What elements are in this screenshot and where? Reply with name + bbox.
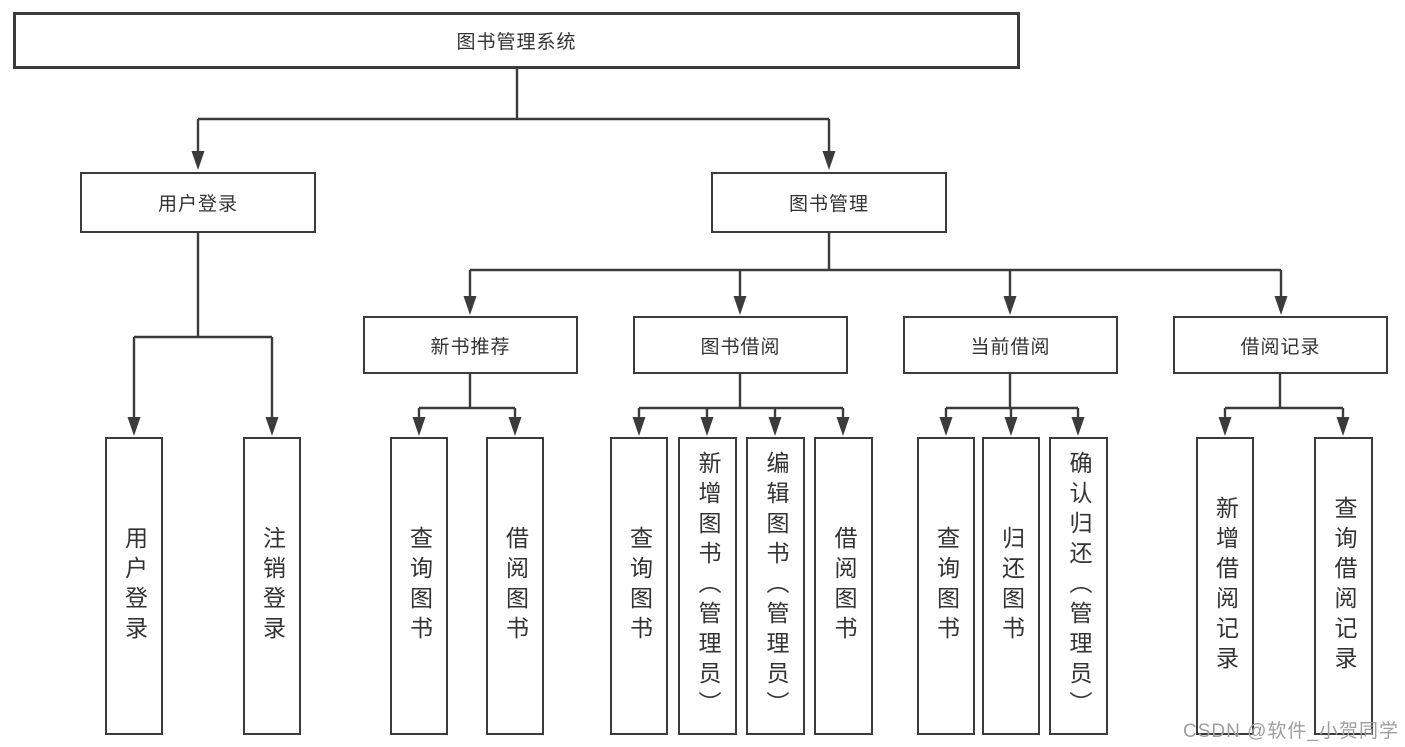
leaf-query-borrow-record: 查询借阅记录 [1314,437,1373,735]
node-label: 确认归还（管理员） [1066,451,1092,721]
leaf-user-login: 用户登录 [105,437,163,735]
node-label: 新增借阅记录 [1212,496,1239,676]
connector-edge [939,374,1085,436]
connector-edge [127,233,279,436]
node-label: 借阅记录 [1240,336,1321,358]
arrowhead-down [1003,296,1017,315]
leaf-add-borrow-record: 新增借阅记录 [1196,437,1254,735]
arrowhead-down [412,417,426,436]
node-label: 新增图书（管理员） [695,451,721,721]
node-label: 图书借阅 [700,336,781,358]
node-label: 图书管理 [788,194,869,215]
node-label: 查询借阅记录 [1331,496,1357,676]
arrowhead-down [191,151,205,170]
arrowhead-down [1274,296,1288,315]
node-label: 查询图书 [406,526,433,646]
node-label: 新书推荐 [430,336,511,358]
node-label: 当前借阅 [970,336,1051,358]
arrowhead-down [508,417,522,436]
leaf-confirm-return-admin: 确认归还（管理员） [1049,437,1108,735]
node-label: 查询图书 [626,526,653,646]
leaf-query-books-current: 查询图书 [917,437,975,735]
arrowhead-down [939,417,953,436]
arrowhead-down [632,417,646,436]
arrowhead-down [836,417,850,436]
leaf-borrow-books-recommend: 借阅图书 [486,437,544,735]
watermark: CSDN @软件_小贺同学 [1183,721,1399,742]
node-current-borrowing: 当前借阅 [903,316,1118,374]
node-label: 编辑图书（管理员） [763,451,789,721]
arrowhead-down [127,417,141,436]
leaf-query-books-recommend: 查询图书 [390,437,448,735]
arrowhead-down [463,296,477,315]
arrowhead-down [700,417,714,436]
connector-edge [632,374,850,436]
leaf-add-book-admin: 新增图书（管理员） [678,437,737,735]
node-label: 用户登录 [157,194,238,215]
leaf-query-books-borrowing: 查询图书 [610,437,668,735]
node-label: 借阅图书 [831,526,857,646]
node-label: 图书管理系统 [456,32,577,53]
arrowhead-down [1071,417,1085,436]
connector-edge [463,233,1288,315]
arrowhead-down [1218,417,1232,436]
leaf-borrow-books-borrowing: 借阅图书 [814,437,873,735]
node-new-book-recommendation: 新书推荐 [363,316,578,374]
node-user-login: 用户登录 [80,172,316,233]
arrowhead-down [733,296,747,315]
node-label: 归还图书 [998,526,1025,646]
arrowhead-down [265,417,279,436]
node-label: 用户登录 [121,526,148,646]
connector-edge [1218,374,1350,436]
node-label: 注销登录 [259,526,286,646]
connector-edge [191,69,836,170]
node-library-management-system: 图书管理系统 [13,12,1020,69]
connector-edge [412,374,522,436]
node-book-management: 图书管理 [711,172,947,233]
node-label: 借阅图书 [502,526,529,646]
arrowhead-down [822,151,836,170]
node-book-borrowing: 图书借阅 [633,316,848,374]
node-label: 查询图书 [933,526,960,646]
arrowhead-down [768,417,782,436]
arrowhead-down [1004,417,1018,436]
leaf-edit-book-admin: 编辑图书（管理员） [746,437,805,735]
leaf-return-books: 归还图书 [982,437,1040,735]
leaf-logout: 注销登录 [243,437,301,735]
node-borrowing-records: 借阅记录 [1173,316,1388,374]
arrowhead-down [1336,417,1350,436]
